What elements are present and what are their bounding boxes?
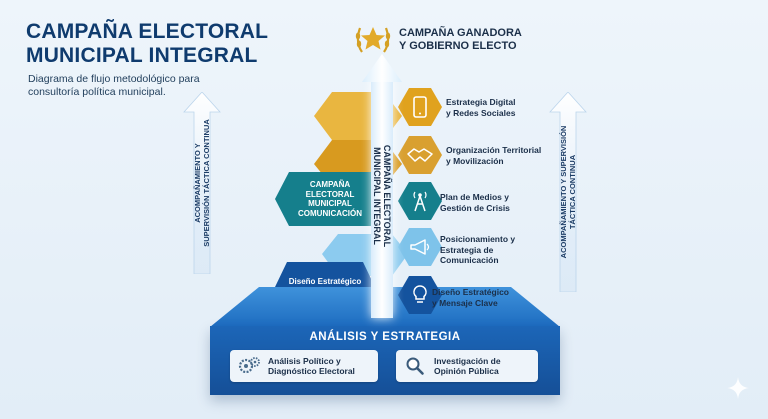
step-hex-posicionamiento xyxy=(398,228,442,266)
central-arrow-label: CAMPAÑA ELECTORAL MUNICIPAL INTEGRAL xyxy=(372,144,392,248)
megaphone-icon xyxy=(410,239,430,255)
winner-label: CAMPAÑA GANADORA Y GOBIERNO ELECTO xyxy=(399,27,522,52)
right-arrow-label: ACOMPAÑAMIENTO Y SUPERVISIÓN TÁCTICA CON… xyxy=(559,125,577,259)
central-arrow-shaft xyxy=(371,78,393,318)
page-title: CAMPAÑA ELECTORAL MUNICIPAL INTEGRAL xyxy=(26,20,269,67)
left-arrow-label: ACOMPAÑAMIENTO Y SUPERVISIÓN TÁCTICA CON… xyxy=(193,119,211,247)
step-hex-digital xyxy=(398,88,442,126)
left-up-arrow-icon xyxy=(183,92,221,274)
left-supervision-arrow: ACOMPAÑAMIENTO Y SUPERVISIÓN TÁCTICA CON… xyxy=(182,92,222,274)
step-label-diseno: Diseño Estratégico y Mensaje Clave xyxy=(432,287,509,308)
right-up-arrow-icon xyxy=(549,92,587,292)
teal-block-label: CAMPAÑA ELECTORAL MUNICIPAL COMUNICACIÓN xyxy=(298,180,362,218)
smartphone-icon xyxy=(413,96,427,118)
gears-icon xyxy=(230,356,268,376)
base-label: ANÁLISIS Y ESTRATEGIA xyxy=(309,331,461,343)
step-hex-medios xyxy=(398,182,442,220)
step-hex-diseno xyxy=(398,276,442,314)
step-label-digital: Estrategia Digital y Redes Sociales xyxy=(446,97,516,118)
base-card-investigacion: Investigación de Opinión Pública xyxy=(396,350,538,382)
analysis-strategy-base: ANÁLISIS Y ESTRATEGIA Análisis Político … xyxy=(210,326,560,395)
page-subtitle: Diagrama de flujo metodológico para cons… xyxy=(28,73,200,98)
base-card-analisis-label: Análisis Político y Diagnóstico Electora… xyxy=(268,355,355,377)
radio-tower-icon xyxy=(413,191,427,212)
handshake-icon xyxy=(407,148,433,162)
step-label-posicionamiento: Posicionamiento y Estrategia de Comunica… xyxy=(440,234,516,265)
step-hex-territorial xyxy=(398,136,442,174)
sparkle-icon xyxy=(727,377,749,399)
teal-comunicacion-block: CAMPAÑA ELECTORAL MUNICIPAL COMUNICACIÓN xyxy=(275,172,385,226)
step-label-territorial: Organización Territorial y Movilización xyxy=(446,145,542,166)
laurel-star-icon xyxy=(355,27,391,53)
central-arrow-head xyxy=(362,54,402,82)
lightbulb-icon xyxy=(413,285,427,303)
base-card-investigacion-label: Investigación de Opinión Pública xyxy=(434,355,501,377)
step-label-medios: Plan de Medios y Gestión de Crisis xyxy=(440,192,510,213)
magnifier-icon xyxy=(396,356,434,376)
teal-hexagon-shape xyxy=(275,172,385,226)
right-supervision-arrow: ACOMPAÑAMIENTO Y SUPERVISIÓN TÁCTICA CON… xyxy=(548,92,588,292)
base-card-analisis: Análisis Político y Diagnóstico Electora… xyxy=(230,350,378,382)
